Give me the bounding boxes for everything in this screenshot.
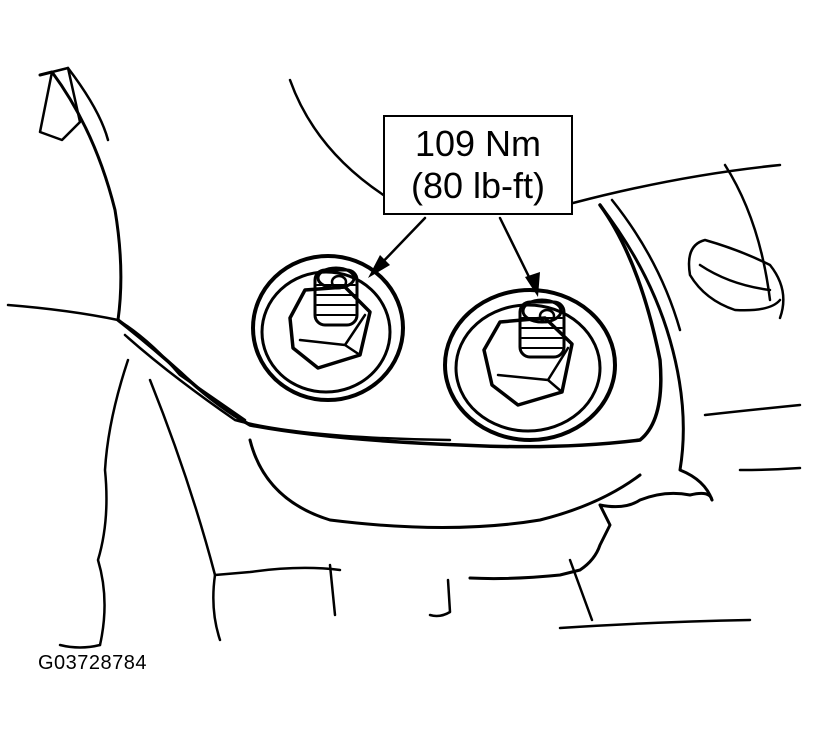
figure-id-label: G03728784 [38, 652, 148, 674]
bracket-plate-inner [123, 333, 452, 442]
left-wavy-edge [96, 358, 130, 647]
right-cylinder-edge [698, 263, 772, 292]
left-stud [313, 268, 359, 327]
left-stud-threads [316, 284, 356, 316]
right-washer-inner [454, 303, 602, 433]
right-leader-line [498, 216, 534, 285]
torque-imperial-label: (80 lb-ft) [410, 165, 546, 206]
housing-edge-right [571, 163, 782, 205]
right-stud-tip [521, 298, 563, 324]
torque-metric-label: 109 Nm [414, 123, 542, 164]
lower-bracket-body [248, 438, 642, 529]
right-arrowhead [525, 272, 540, 297]
right-stud-tip-center [538, 308, 556, 324]
lower-bracket-left [148, 378, 342, 577]
bracket-plate-right-edge [598, 203, 714, 502]
left-washer-outer [251, 254, 405, 402]
torque-callout: 109 Nm (80 lb-ft) [383, 115, 573, 215]
right-stud-nut [443, 288, 617, 442]
lower-bracket-jagged [468, 491, 714, 581]
left-washer-inner [260, 270, 392, 394]
left-stud-tip-center [330, 274, 348, 290]
upper-left-bracket-edge [66, 66, 110, 142]
right-panel-lines [703, 403, 802, 472]
upper-left-bracket [38, 70, 123, 322]
left-leader-line [375, 216, 427, 270]
upper-left-bracket-inner [38, 66, 82, 142]
right-cylinder [687, 238, 785, 320]
right-stud-threads [521, 317, 563, 349]
left-hex-nut [288, 285, 372, 370]
housing-curve [288, 78, 387, 198]
right-washer-outer [443, 288, 617, 442]
right-stud [518, 300, 566, 359]
right-arc [723, 163, 772, 302]
lower-bracket-stem [328, 558, 594, 622]
left-stud-nut [251, 254, 405, 402]
left-arrowhead [368, 255, 390, 278]
left-nut-face [298, 313, 367, 357]
right-nut-face [496, 346, 570, 394]
right-hex-nut [482, 316, 574, 407]
bracket-plate-outline [116, 203, 663, 449]
bottom-left-contour [58, 573, 222, 649]
bracket-plate-right-edge-inner [610, 198, 682, 332]
bottom-line [558, 618, 752, 630]
